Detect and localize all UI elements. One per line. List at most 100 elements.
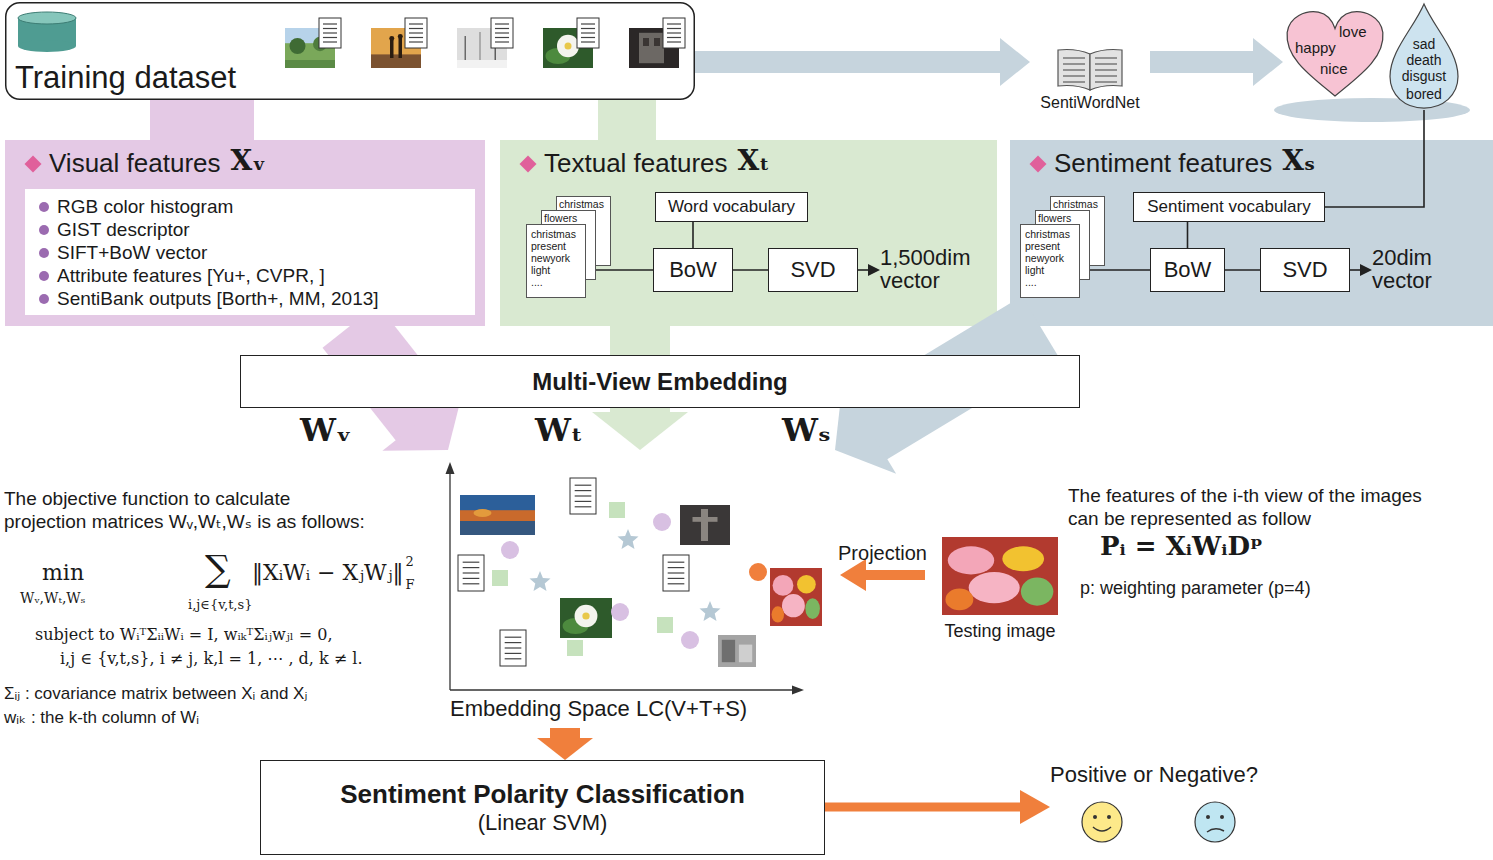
text-anchor: nice <box>1320 60 1348 77</box>
face <box>1082 802 1122 842</box>
text-anchor: Training dataset <box>15 60 236 96</box>
text-anchor: Pᵢ = XᵢWᵢDᵖ <box>1100 532 1263 562</box>
book-line <box>1063 69 1085 71</box>
book-page <box>1058 50 1090 91</box>
photo-detail <box>722 640 735 662</box>
data-point <box>567 640 583 656</box>
photo-detail <box>457 60 507 68</box>
database-icon <box>18 12 76 52</box>
data-point <box>611 603 629 621</box>
projection-matrix: Wᵥ <box>300 412 352 449</box>
arrow-head <box>1360 264 1372 276</box>
document-line <box>463 572 480 573</box>
text-anchor: disgust <box>1388 68 1460 84</box>
document-page <box>570 478 596 514</box>
document-icon <box>577 18 599 48</box>
photo-detail <box>474 509 492 517</box>
node-text: SVD <box>790 257 835 282</box>
connector <box>1080 270 1150 271</box>
photo-detail <box>285 60 335 68</box>
photo-detail <box>639 33 664 63</box>
text-anchor: Projection <box>838 542 927 565</box>
node-text: Positive or Negative? <box>1050 762 1258 787</box>
database-top <box>18 12 76 24</box>
document-page <box>577 18 599 48</box>
connector-line <box>610 326 670 416</box>
photo <box>680 505 730 545</box>
formula: ‖XᵢWᵢ − XⱼWⱼ‖ <box>252 560 403 585</box>
arrow-head <box>868 264 880 276</box>
data-point <box>609 502 625 518</box>
connector-line <box>1325 110 1424 207</box>
panel-title: Xₜ <box>738 145 770 177</box>
document-icon <box>663 18 685 48</box>
text-anchor: Visual features <box>49 149 221 179</box>
document-line <box>495 32 509 33</box>
photo-ground <box>770 568 822 626</box>
text-anchor: Textual features <box>544 149 728 179</box>
connector-line <box>1187 222 1189 248</box>
document-line <box>409 28 423 29</box>
face-eye <box>1220 815 1224 819</box>
formula: ∑ <box>205 548 231 589</box>
document-line <box>581 23 595 24</box>
data-point <box>492 570 508 586</box>
photo-detail <box>945 588 973 610</box>
book-line <box>1063 75 1085 77</box>
connector <box>202 100 203 140</box>
text-anchor: Wᵥ <box>300 412 352 449</box>
document-page <box>319 18 341 48</box>
connector-line <box>863 570 925 580</box>
book-line <box>1063 81 1085 83</box>
document-line <box>323 28 337 29</box>
connector <box>825 790 1050 824</box>
document-line <box>463 567 480 568</box>
document-icon <box>319 18 341 48</box>
connector-line <box>550 728 580 740</box>
formula: subject to WᵢᵀΣᵢᵢWᵢ = I, wᵢₖᵀΣᵢⱼwⱼₗ = 0, <box>35 626 333 644</box>
process-box: SVD <box>1260 248 1350 292</box>
formula: i,j∈{v,t,s} <box>188 598 252 613</box>
arrow-head <box>1253 38 1283 86</box>
connector-line <box>586 269 653 271</box>
feature-list: RGB color histogramGIST descriptorSIFT+B… <box>25 189 475 315</box>
node-text: BoW <box>669 257 717 282</box>
document-page <box>491 18 513 48</box>
connector <box>1325 110 1424 207</box>
photo-detail <box>643 38 649 46</box>
document-line <box>505 637 522 638</box>
connector-line <box>866 326 1040 431</box>
text-anchor: Embedding Space LC(V+T+S) <box>450 696 747 721</box>
text-anchor: ‖XᵢWᵢ − XⱼWⱼ‖ <box>252 560 403 585</box>
document-line <box>409 32 423 33</box>
document-page <box>663 555 689 591</box>
node-text: happy <box>1295 39 1336 56</box>
panel-title: Sentiment features <box>1054 149 1272 179</box>
connector <box>592 326 688 450</box>
text-anchor: ∑ <box>205 548 231 589</box>
connector <box>350 326 464 451</box>
dataset-box: Training dataset <box>5 2 695 100</box>
photo-ground <box>680 505 730 545</box>
photo-detail <box>565 42 572 49</box>
testing-image: Testing image <box>925 535 1075 647</box>
photo-detail <box>389 36 394 41</box>
axis <box>450 689 796 690</box>
process-box: BoW <box>1150 248 1225 292</box>
face-eye <box>1107 815 1111 819</box>
face-icon <box>1082 802 1122 842</box>
text-anchor: flowers <box>1038 212 1071 224</box>
photo-detail <box>390 40 394 58</box>
document-icon <box>458 555 484 591</box>
connector-line <box>1080 269 1150 271</box>
book-line <box>1095 75 1117 77</box>
output-dimension: 1,500dim vector <box>880 246 985 298</box>
text-anchor: SentiWordNet <box>1030 94 1150 112</box>
photo-detail <box>773 575 794 596</box>
text-anchor: The features of the i-th view of the ima… <box>1068 484 1453 530</box>
data-point <box>501 541 519 559</box>
face-mouth <box>1207 829 1224 832</box>
